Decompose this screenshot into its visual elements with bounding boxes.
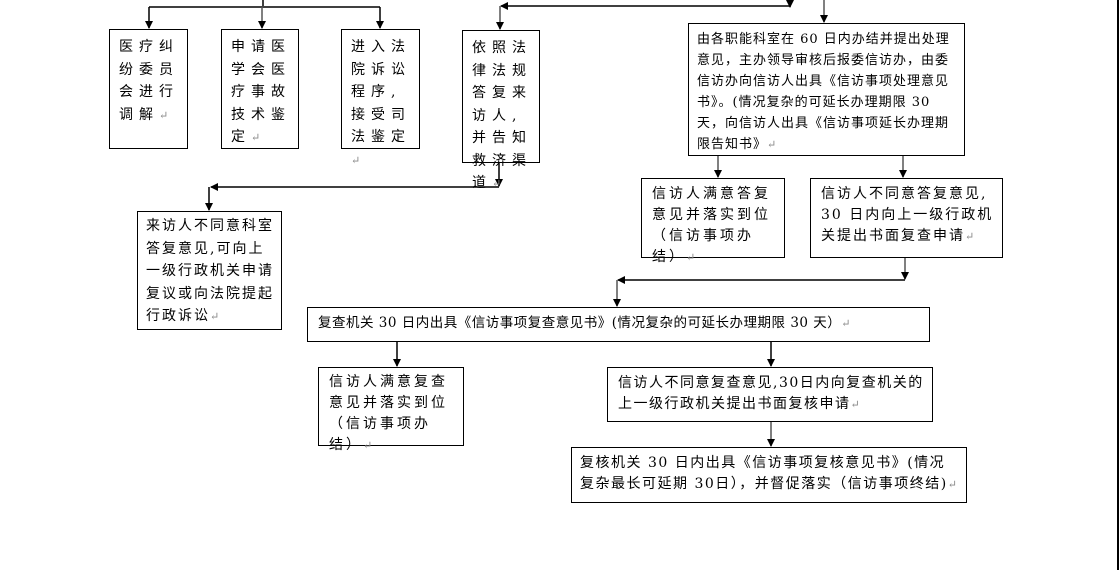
node-text: 信访人不同意复查意见,30日内向复查机关的上一级行政机关提出书面复核申请 bbox=[618, 375, 924, 412]
node-text: 医疗纠纷委员会进行调解 bbox=[119, 39, 179, 123]
node-review: 复查机关 30 日内出具《信访事项复查意见书》(情况复杂的可延长办理期限 30 … bbox=[307, 307, 930, 342]
paragraph-mark-icon: ↵ bbox=[351, 153, 367, 167]
node-text: 信访人满意答复意见并落实到位（信访事项办结） bbox=[652, 186, 771, 265]
node-dissatisfied-review: 信访人不同意复查意见,30日内向复查机关的上一级行政机关提出书面复核申请↵ bbox=[607, 367, 933, 422]
paragraph-mark-icon: ↵ bbox=[251, 131, 267, 144]
node-text: 进入法院诉讼程序,接受司法鉴定 bbox=[351, 39, 411, 145]
node-recheck: 复核机关 30 日内出具《信访事项复核意见书》(情况复杂最长可延期 30日），并… bbox=[571, 447, 967, 503]
node-satisfied-review: 信访人满意复查意见并落实到位（信访事项办结）↵ bbox=[318, 367, 464, 453]
connector-upstream-to-left-group bbox=[145, 0, 384, 29]
connector-review-to-outcomes bbox=[393, 341, 775, 367]
paragraph-mark-icon: ↵ bbox=[492, 177, 508, 190]
connector-legal-reply-to-visitor-disagree bbox=[205, 162, 503, 211]
paragraph-mark-icon: ↵ bbox=[363, 439, 376, 452]
node-text: 由各职能科室在 60 日内办结并提出处理意见，主办领导审核后报委信访办，由委信访… bbox=[697, 32, 950, 152]
node-litigation: 进入法院诉讼程序,接受司法鉴定 ↵ bbox=[341, 29, 420, 167]
connector-department-to-replies bbox=[714, 155, 907, 178]
paragraph-mark-icon: ↵ bbox=[841, 317, 852, 330]
node-legal-reply: 依照法律法规答复来访人,并告知救济渠道↵ bbox=[462, 30, 540, 191]
node-text: 信访人满意复查意见并落实到位（信访事项办结） bbox=[329, 374, 448, 453]
paragraph-mark-icon: ↵ bbox=[850, 398, 862, 411]
node-text: 复核机关 30 日内出具《信访事项复核意见书》(情况复杂最长可延期 30日），并… bbox=[580, 455, 948, 492]
connector-dissatisfied-reply-to-review bbox=[613, 257, 909, 307]
node-text: 信访人不同意答复意见,30 日内向上一级行政机关提出书面复查申请 bbox=[821, 186, 994, 244]
paragraph-mark-icon: ↵ bbox=[210, 310, 222, 323]
page-edge-line bbox=[1117, 0, 1119, 570]
node-visitor-disagree: 来访人不同意科室答复意见,可向上一级行政机关申请复议或向法院提起行政诉讼↵ bbox=[137, 211, 282, 330]
paragraph-mark-icon: ↵ bbox=[767, 138, 778, 151]
node-text: 申请医学会医疗事故技术鉴定 bbox=[231, 39, 291, 145]
node-text: 复查机关 30 日内出具《信访事项复查意见书》(情况复杂的可延长办理期限 30 … bbox=[318, 315, 842, 331]
node-dissatisfied-reply: 信访人不同意答复意见,30 日内向上一级行政机关提出书面复查申请↵ bbox=[810, 178, 1003, 258]
node-medical-appraisal: 申请医学会医疗事故技术鉴定↵ bbox=[221, 29, 299, 149]
paragraph-mark-icon: ↵ bbox=[159, 108, 175, 122]
paragraph-mark-icon: ↵ bbox=[947, 478, 959, 491]
node-department-handling: 由各职能科室在 60 日内办结并提出处理意见，主办领导审核后报委信访办，由委信访… bbox=[688, 23, 965, 156]
node-satisfied-reply: 信访人满意答复意见并落实到位（信访事项办结）↵ bbox=[641, 178, 785, 265]
paragraph-mark-icon: ↵ bbox=[965, 230, 977, 243]
connector-upstream-to-legal-reply bbox=[496, 0, 794, 30]
node-text: 依照法律法规答复来访人,并告知救济渠道 bbox=[472, 40, 532, 191]
node-mediation: 医疗纠纷委员会进行调解↵ bbox=[109, 29, 188, 149]
node-text: 来访人不同意科室答复意见,可向上一级行政机关申请复议或向法院提起行政诉讼 bbox=[146, 218, 274, 324]
paragraph-mark-icon: ↵ bbox=[686, 251, 699, 264]
